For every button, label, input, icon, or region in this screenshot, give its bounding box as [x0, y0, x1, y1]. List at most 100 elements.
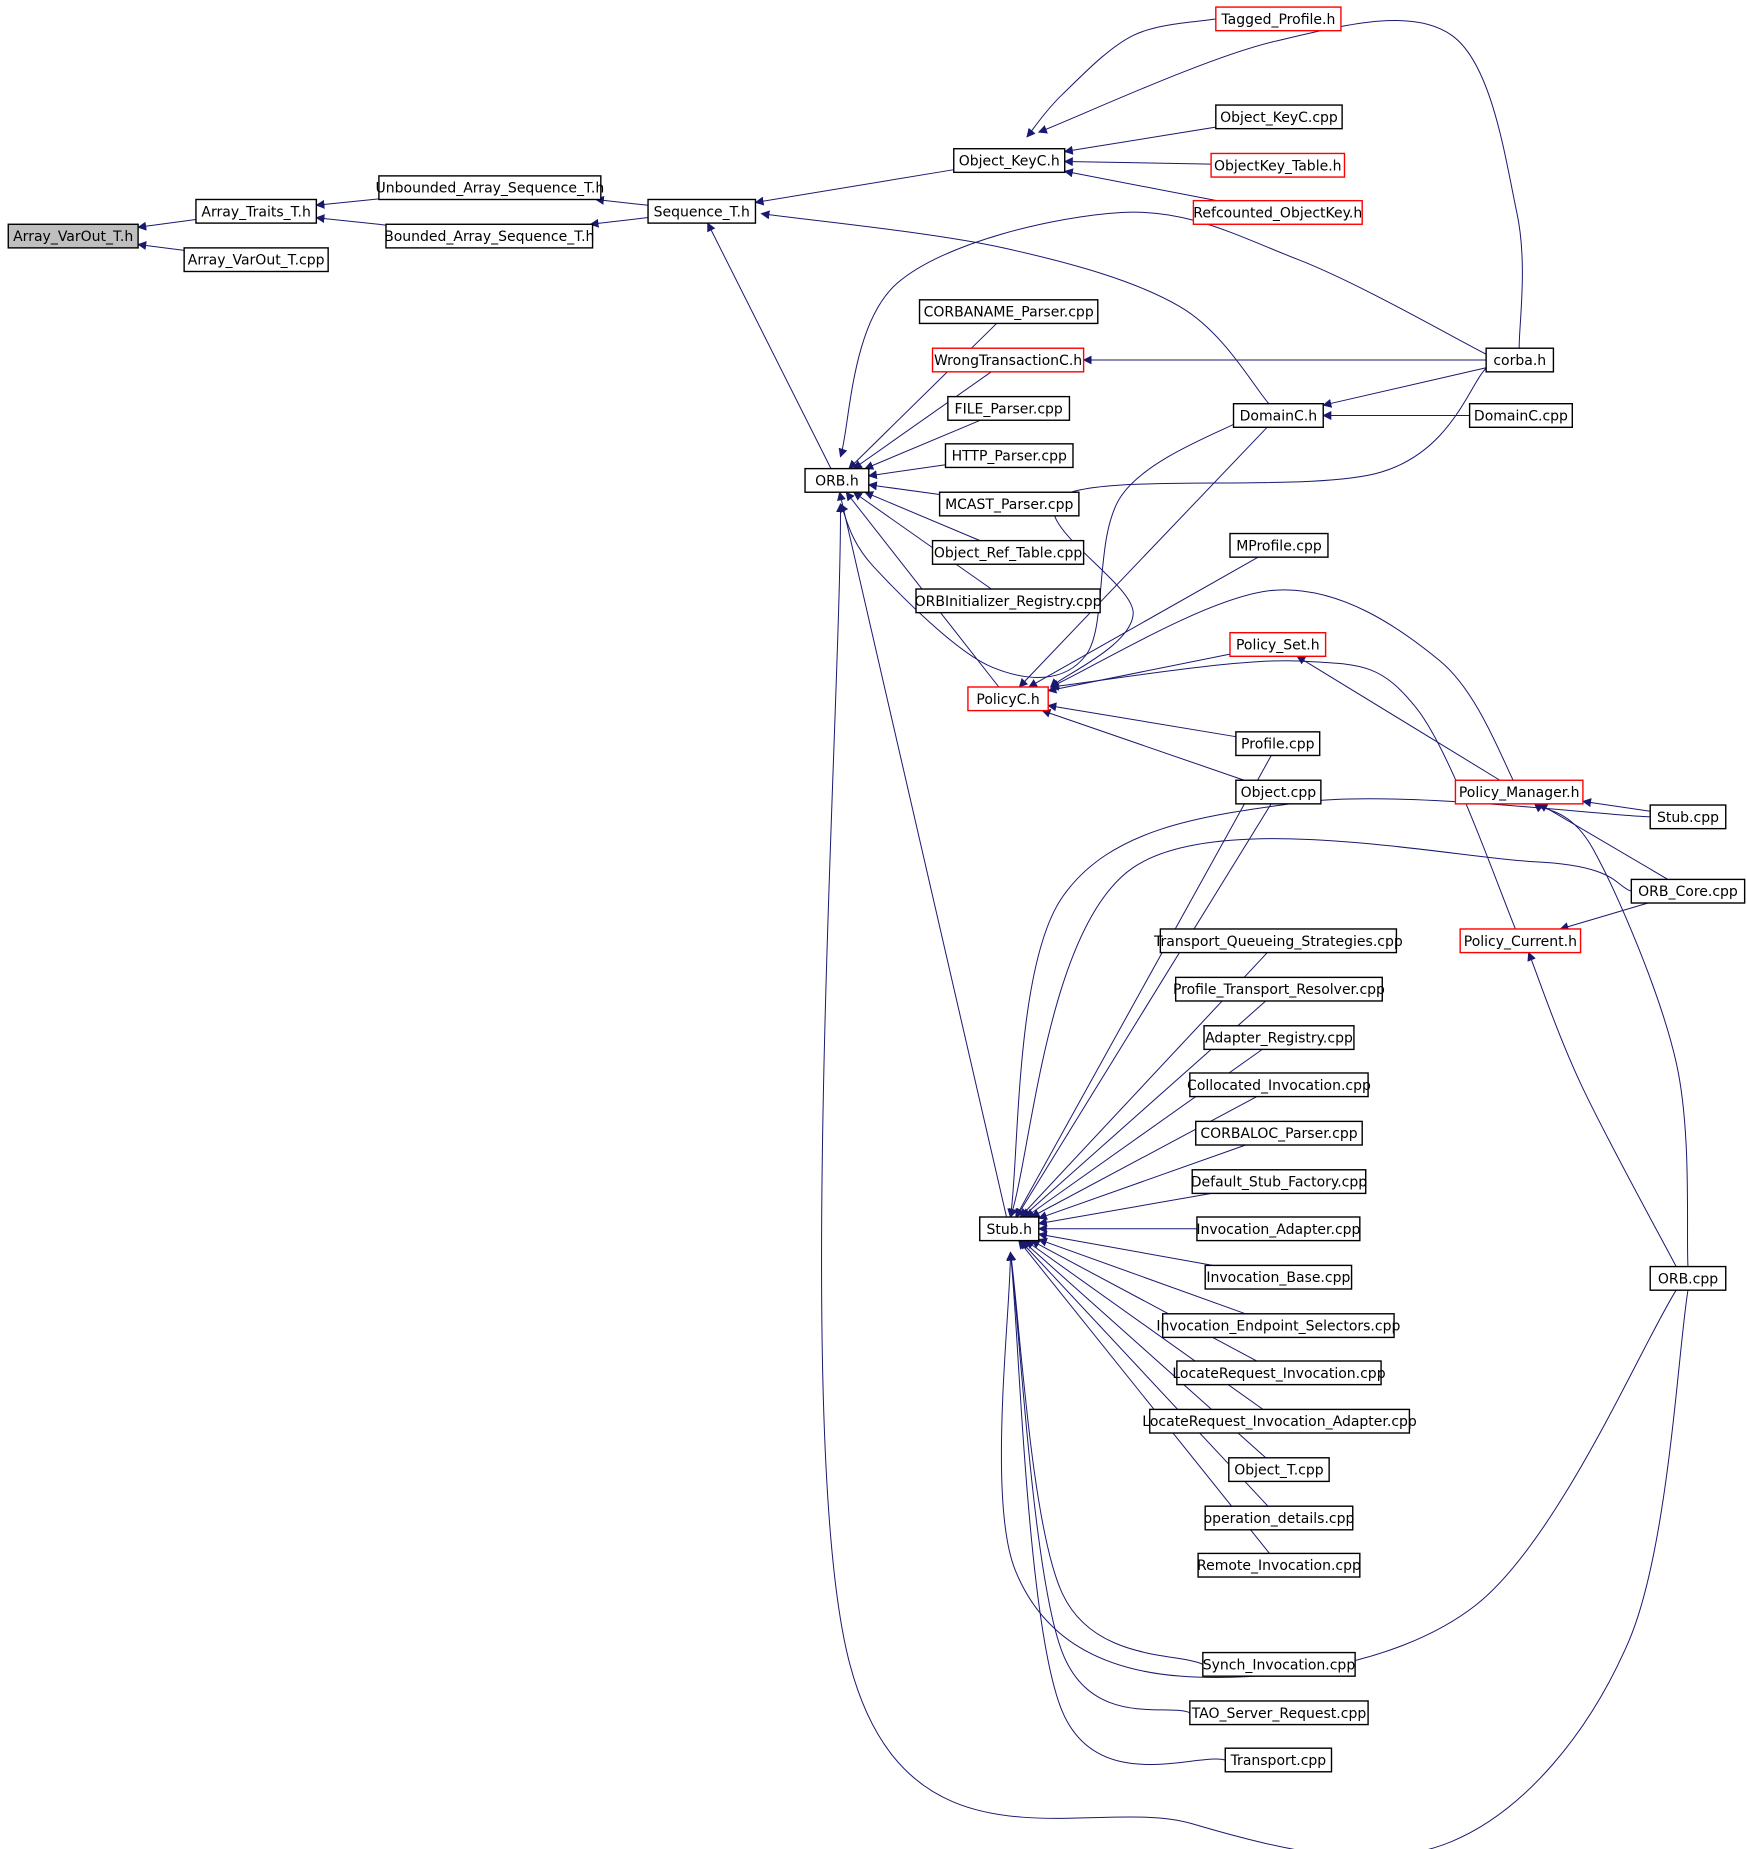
node-label: Sequence_T.h — [654, 204, 750, 220]
node-invocation-base-cpp[interactable]: Invocation_Base.cpp — [1204, 1264, 1353, 1290]
edge-tagged-profile-h-to-object-keyc-h — [1026, 18, 1216, 138]
node-array-varout-t-h[interactable]: Array_VarOut_T.h — [7, 223, 139, 249]
node-box — [1649, 1265, 1727, 1291]
node-label: Bounded_Array_Sequence_T.h — [384, 229, 594, 245]
node-box — [1195, 1120, 1363, 1146]
node-label: Invocation_Base.cpp — [1206, 1270, 1350, 1286]
node-corba-h[interactable]: corba.h — [1485, 347, 1555, 373]
node-profile-transport-resolver-cpp[interactable]: Profile_Transport_Resolver.cpp — [1173, 976, 1385, 1002]
node-label: Array_VarOut_T.h — [13, 229, 133, 245]
node-domainc-cpp[interactable]: DomainC.cpp — [1468, 402, 1574, 429]
node-orbinitializer-registry-cpp[interactable]: ORBInitializer_Registry.cpp — [915, 588, 1102, 614]
node-box — [953, 148, 1066, 174]
edge-transport-cpp-to-stub-h — [1006, 1251, 1226, 1765]
node-label: LocateRequest_Invocation.cpp — [1172, 1366, 1385, 1382]
node-mcast-parser-cpp[interactable]: MCAST_Parser.cpp — [938, 491, 1080, 517]
edge-orb-cpp-to-orb-h — [821, 503, 1689, 1849]
node-box — [1228, 1457, 1330, 1483]
node-object-keyc-h[interactable]: Object_KeyC.h — [953, 148, 1066, 174]
node-orb-cpp[interactable]: ORB.cpp — [1649, 1265, 1727, 1291]
node-stub-h[interactable]: Stub.h — [979, 1216, 1040, 1242]
node-sequence-t-h[interactable]: Sequence_T.h — [647, 198, 757, 224]
node-box — [1649, 804, 1727, 830]
node-http-parser-cpp[interactable]: HTTP_Parser.cpp — [944, 443, 1074, 469]
node-box — [944, 443, 1074, 469]
node-policyc-h[interactable]: PolicyC.h — [967, 686, 1049, 712]
node-operation-details-cpp[interactable]: operation_details.cpp — [1204, 1505, 1355, 1531]
node-corbaloc-parser-cpp[interactable]: CORBALOC_Parser.cpp — [1195, 1120, 1363, 1146]
node-array-varout-t-cpp[interactable]: Array_VarOut_T.cpp — [183, 247, 329, 273]
node-stub-cpp[interactable]: Stub.cpp — [1649, 804, 1727, 830]
node-invocation-endpoint-selectors-cpp[interactable]: Invocation_Endpoint_Selectors.cpp — [1156, 1313, 1400, 1339]
node-tagged-profile-h[interactable]: Tagged_Profile.h — [1215, 6, 1342, 32]
node-adapter-registry-cpp[interactable]: Adapter_Registry.cpp — [1203, 1025, 1355, 1051]
node-box — [7, 223, 139, 249]
node-wrongtransactionc-h[interactable]: WrongTransactionC.h — [931, 347, 1085, 373]
node-box — [1204, 1505, 1354, 1531]
edge-invocation-endpoint-selectors-cpp-to-stub-h — [1037, 1237, 1246, 1315]
node-profile-cpp[interactable]: Profile.cpp — [1235, 731, 1321, 757]
node-file-parser-cpp[interactable]: FILE_Parser.cpp — [947, 395, 1071, 421]
node-box — [1189, 1072, 1369, 1098]
edge-default-stub-factory-cpp-to-stub-h — [1037, 1192, 1212, 1227]
node-object-t-cpp[interactable]: Object_T.cpp — [1228, 1457, 1330, 1483]
node-box — [947, 395, 1071, 421]
node-policy-current-h[interactable]: Policy_Current.h — [1459, 928, 1582, 954]
node-label: Object_T.cpp — [1234, 1463, 1324, 1479]
node-locaterequest-invocation-adapter-cpp[interactable]: LocateRequest_Invocation_Adapter.cpp — [1142, 1408, 1417, 1434]
edge-mprofile-cpp-to-policyc-h — [1028, 556, 1259, 688]
node-box — [1204, 1264, 1353, 1290]
node-box — [1210, 152, 1346, 178]
edge-sequence-t-h-to-unbounded-array-sequence-t-h — [594, 195, 649, 206]
node-mprofile-cpp[interactable]: MProfile.cpp — [1229, 532, 1329, 558]
node-synch-invocation-cpp[interactable]: Synch_Invocation.cpp — [1202, 1651, 1356, 1677]
node-label: DomainC.h — [1240, 409, 1317, 425]
node-label: CORBALOC_Parser.cpp — [1200, 1126, 1357, 1142]
node-box — [1630, 878, 1746, 904]
node-objectkey-table-h[interactable]: ObjectKey_Table.h — [1210, 152, 1346, 178]
node-box — [804, 467, 870, 493]
node-label: Collocated_Invocation.cpp — [1187, 1078, 1371, 1094]
node-array-traits-t-h[interactable]: Array_Traits_T.h — [195, 198, 318, 224]
node-orb-core-cpp[interactable]: ORB_Core.cpp — [1630, 878, 1746, 904]
node-remote-invocation-cpp[interactable]: Remote_Invocation.cpp — [1197, 1552, 1361, 1578]
node-corbaname-parser-cpp[interactable]: CORBANAME_Parser.cpp — [918, 299, 1099, 325]
node-bounded-array-sequence-t-h[interactable]: Bounded_Array_Sequence_T.h — [384, 223, 594, 249]
node-label: FILE_Parser.cpp — [955, 401, 1063, 417]
node-label: Object_KeyC.cpp — [1220, 110, 1338, 126]
node-object-keyc-cpp[interactable]: Object_KeyC.cpp — [1215, 104, 1343, 130]
node-box — [1235, 731, 1321, 757]
node-label: MCAST_Parser.cpp — [945, 497, 1073, 513]
node-collocated-invocation-cpp[interactable]: Collocated_Invocation.cpp — [1187, 1072, 1371, 1098]
node-orb-h[interactable]: ORB.h — [804, 467, 870, 493]
node-transport-queueing-strategies-cpp[interactable]: Transport_Queueing_Strategies.cpp — [1153, 928, 1403, 954]
node-box — [1468, 402, 1574, 429]
node-unbounded-array-sequence-t-h[interactable]: Unbounded_Array_Sequence_T.h — [376, 175, 605, 201]
node-invocation-adapter-cpp[interactable]: Invocation_Adapter.cpp — [1196, 1216, 1361, 1242]
node-label: HTTP_Parser.cpp — [952, 449, 1067, 465]
node-object-cpp[interactable]: Object.cpp — [1235, 779, 1322, 805]
node-label: Policy_Manager.h — [1459, 785, 1580, 801]
node-policy-set-h[interactable]: Policy_Set.h — [1229, 631, 1327, 658]
node-policy-manager-h[interactable]: Policy_Manager.h — [1454, 779, 1584, 805]
node-box — [979, 1216, 1040, 1242]
node-label: Object_KeyC.h — [959, 154, 1060, 170]
node-box — [1192, 199, 1363, 225]
node-transport-cpp[interactable]: Transport.cpp — [1224, 1747, 1333, 1773]
node-label: ORB_Core.cpp — [1638, 884, 1738, 900]
node-object-ref-table-cpp[interactable]: Object_Ref_Table.cpp — [931, 539, 1085, 565]
node-box — [1232, 402, 1324, 429]
edge-objectkey-table-h-to-object-keyc-h — [1063, 157, 1212, 167]
node-domainc-h[interactable]: DomainC.h — [1232, 402, 1324, 429]
node-label: Synch_Invocation.cpp — [1203, 1657, 1356, 1673]
node-refcounted-objectkey-h[interactable]: Refcounted_ObjectKey.h — [1192, 199, 1363, 225]
edge-orb-cpp-to-policy-current-h — [1527, 951, 1677, 1267]
node-label: Array_Traits_T.h — [201, 204, 310, 220]
node-label: ORB.h — [815, 473, 859, 489]
node-locaterequest-invocation-cpp[interactable]: LocateRequest_Invocation.cpp — [1172, 1360, 1386, 1386]
node-tao-server-request-cpp[interactable]: TAO_Server_Request.cpp — [1189, 1700, 1369, 1726]
node-label: Invocation_Adapter.cpp — [1196, 1222, 1360, 1238]
node-box — [931, 347, 1085, 373]
node-default-stub-factory-cpp[interactable]: Default_Stub_Factory.cpp — [1191, 1169, 1367, 1195]
